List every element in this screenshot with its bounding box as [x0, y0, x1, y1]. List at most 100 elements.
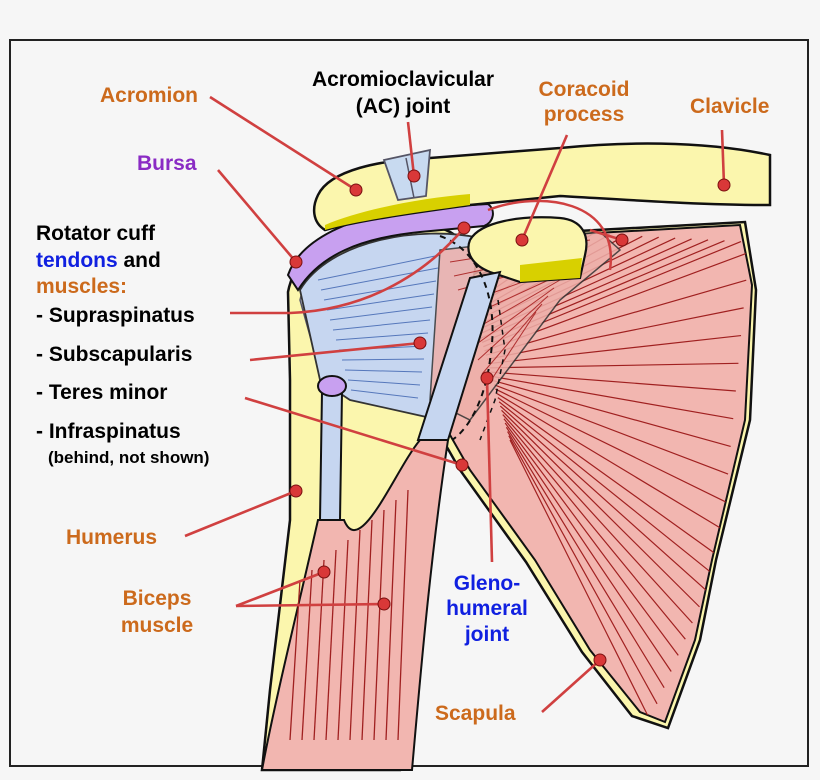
label-coracoid-line1: Coracoid	[538, 78, 629, 101]
dot-humerus	[289, 484, 303, 498]
muscle-fiber	[501, 409, 700, 608]
tendon-fiber	[344, 369, 423, 373]
glenohumeral-joint-outline	[439, 235, 494, 441]
label-gleno-line3: joint	[464, 623, 509, 646]
label-acromion: Acromion	[100, 84, 198, 107]
label-infraspinatus-note: (behind, not shown)	[48, 448, 209, 467]
tendon-fiber	[350, 389, 419, 399]
leader-humerus	[184, 489, 297, 538]
label-coracoid-line2: process	[544, 103, 625, 126]
cuff-fiber	[477, 295, 549, 361]
biceps-fiber	[289, 579, 301, 741]
tendon-fiber	[326, 293, 435, 311]
dot-scapula	[593, 653, 607, 667]
tendon-fiber	[329, 306, 433, 321]
muscle-fiber	[508, 435, 658, 705]
marker-dots	[289, 169, 731, 667]
muscle-fiber	[505, 426, 672, 672]
dot-coracoid	[515, 233, 529, 247]
biceps-fiber	[337, 539, 349, 741]
biceps-fiber	[373, 509, 385, 741]
biceps-fiber	[397, 489, 409, 741]
muscle-fiber	[507, 431, 665, 688]
muscle-fiber	[498, 401, 715, 576]
tendon-fiber	[320, 267, 439, 291]
muscle-fiber	[488, 334, 742, 365]
label-rotator-cuff: Rotator cuff	[36, 222, 156, 245]
leader-bursa	[217, 169, 297, 263]
dot-supraspinatus	[457, 221, 471, 235]
label-scapula: Scapula	[435, 702, 516, 725]
muscle-fiber	[495, 388, 726, 503]
label-supraspinatus: - Supraspinatus	[36, 304, 195, 327]
bursa-shape	[286, 202, 494, 292]
cuff-fiber	[473, 287, 555, 347]
cuff-fiber	[481, 303, 543, 375]
coracoacromial-ligament	[487, 199, 613, 271]
label-teres-minor: - Teres minor	[36, 381, 167, 404]
muscle-fiber	[489, 362, 739, 369]
label-rotator-and: and	[118, 249, 161, 272]
biceps-fiber	[385, 499, 397, 741]
muscle-fiber	[486, 307, 744, 360]
ac-joint-capsule	[382, 148, 432, 201]
leader-teres-minor	[244, 396, 463, 467]
dot-biceps-2	[377, 597, 391, 611]
muscle-fiber	[499, 405, 707, 592]
tendon-fiber	[341, 358, 425, 361]
biceps-fiber	[349, 529, 361, 741]
label-clavicle: Clavicle	[690, 95, 769, 118]
tendon-fiber	[332, 319, 431, 331]
muscle-fiber	[485, 279, 747, 356]
leader-biceps-1	[235, 570, 325, 608]
leader-clavicle	[720, 129, 726, 186]
biceps-fiber	[325, 549, 337, 741]
dot-muscle-upper	[615, 233, 629, 247]
biceps-fibers	[289, 489, 409, 741]
muscle-fiber	[504, 422, 679, 656]
tendon-fibers	[317, 254, 441, 399]
muscle-fiber	[491, 375, 734, 420]
muscle-fiber	[490, 371, 736, 392]
label-rotator-muscles: muscles:	[36, 275, 127, 298]
label-ac-joint-line1: Acromioclavicular	[312, 68, 494, 91]
tendon-fiber	[323, 280, 437, 301]
coracoid-shadow	[520, 258, 582, 282]
label-biceps-line2: muscle	[121, 614, 193, 637]
muscle-fiber	[497, 397, 721, 558]
label-biceps-line1: Biceps	[123, 587, 192, 610]
leader-glenohumeral	[485, 377, 494, 563]
tendon-fiber	[347, 379, 421, 386]
dot-subscapularis	[413, 336, 427, 350]
dot-ac-joint	[407, 169, 421, 183]
label-gleno-line1: Gleno-	[454, 572, 521, 595]
dot-teres-minor	[455, 458, 469, 472]
label-bursa: Bursa	[137, 152, 197, 175]
biceps-tendon-sheath	[317, 375, 347, 397]
leader-coracoid	[520, 134, 569, 241]
muscle-fiber	[496, 392, 724, 531]
muscle-fiber	[492, 380, 731, 447]
biceps-fiber	[313, 559, 325, 741]
leader-acromion	[209, 95, 357, 192]
tendon-fiber	[317, 254, 441, 281]
label-rotator-tendons-line: tendons and	[36, 249, 161, 272]
muscle-fiber	[502, 414, 693, 624]
leader-biceps-2	[235, 602, 385, 608]
leader-scapula	[541, 659, 601, 713]
label-gleno-line2: humeral	[446, 597, 528, 620]
muscle-fiber	[503, 418, 686, 640]
dot-biceps-1	[317, 565, 331, 579]
dot-bursa	[289, 255, 303, 269]
leader-supraspinatus	[230, 227, 465, 315]
biceps-fiber	[361, 519, 373, 741]
label-rotator-tendons: tendons	[36, 249, 118, 272]
acromion-underside	[325, 194, 470, 230]
dot-acromion	[349, 183, 363, 197]
dot-glenohumeral	[480, 371, 494, 385]
leader-ac-joint	[406, 121, 416, 177]
label-humerus: Humerus	[66, 526, 157, 549]
tendon-fiber	[335, 332, 429, 341]
